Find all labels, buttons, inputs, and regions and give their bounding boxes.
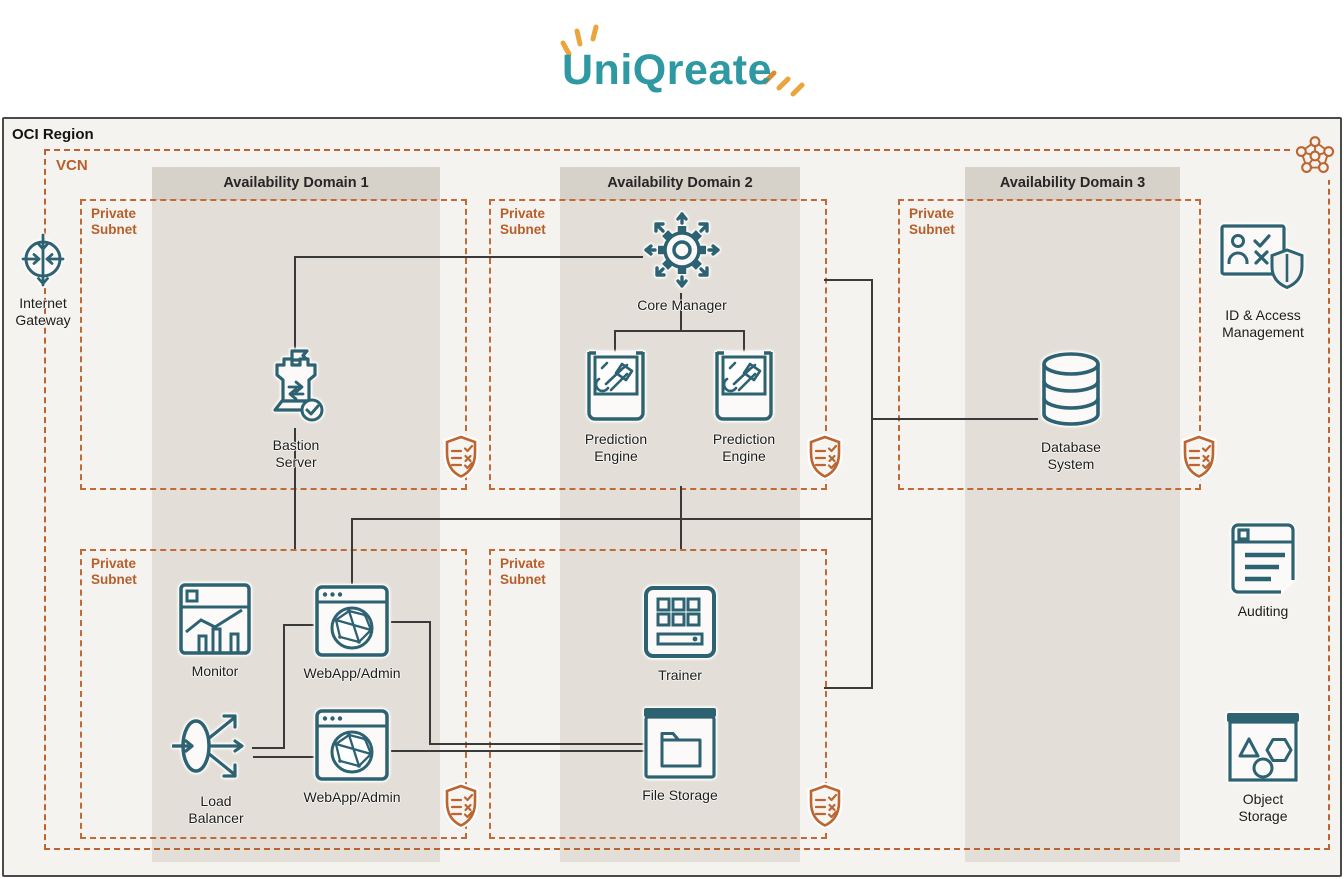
prediction-engine-2-node: Prediction Engine	[694, 350, 794, 465]
monitor-label: Monitor	[191, 663, 239, 679]
connector	[391, 621, 431, 623]
trainer-label: Trainer	[658, 667, 702, 683]
availability-domain-3-header: Availability Domain 3	[965, 167, 1180, 200]
webapp-admin-2-node: WebApp/Admin	[288, 708, 416, 806]
load-balancer-label: Load Balancer	[188, 793, 244, 827]
bastion-server-icon	[273, 349, 324, 422]
security-list-icon	[442, 433, 480, 487]
id-access-management-icon	[1220, 224, 1304, 290]
private-subnet-label: Private Subnet	[500, 556, 546, 588]
connector	[429, 743, 644, 745]
database-system-label: Database System	[1041, 439, 1101, 473]
security-list-icon	[806, 782, 844, 836]
auditing-label: Auditing	[1237, 603, 1289, 619]
connector	[253, 756, 314, 758]
connector	[680, 486, 682, 549]
security-list-icon	[806, 433, 844, 487]
private-subnet-label: Private Subnet	[91, 206, 137, 238]
private-subnet-label: Private Subnet	[91, 556, 137, 588]
monitor-icon	[179, 583, 251, 655]
logo-dash	[574, 28, 583, 47]
connector	[351, 518, 353, 584]
core-manager-label: Core Manager	[637, 297, 727, 313]
connector	[391, 750, 644, 752]
connector	[351, 518, 872, 520]
availability-domain-1-header: Availability Domain 1	[152, 167, 440, 200]
security-list-icon	[442, 782, 480, 836]
id-access-management-node: ID & Access Management	[1205, 222, 1321, 341]
private-subnet-ad1-bottom: Private Subnet	[80, 549, 467, 839]
logo-dash	[590, 24, 599, 42]
load-balancer-icon	[172, 714, 244, 778]
file-storage-icon	[644, 708, 716, 779]
logo-dash	[790, 82, 805, 97]
internet-gateway-node: Internet Gateway	[1, 232, 85, 329]
private-subnet-ad3: Private Subnet	[898, 199, 1201, 490]
core-manager-icon	[644, 212, 720, 288]
connector	[294, 428, 296, 549]
prediction-engine-icon	[715, 351, 773, 421]
trainer-icon	[644, 586, 716, 658]
connector	[871, 279, 873, 689]
file-storage-node: File Storage	[622, 706, 738, 804]
internet-gateway-icon	[21, 233, 65, 287]
webapp-admin-1-label: WebApp/Admin	[303, 665, 401, 681]
connector	[429, 621, 431, 745]
file-storage-label: File Storage	[642, 787, 718, 803]
connector	[252, 747, 284, 749]
private-subnet-ad2-bottom: Private Subnet	[489, 549, 827, 839]
webapp-admin-icon	[315, 585, 389, 657]
object-storage-label: Object Storage	[1238, 791, 1288, 825]
oci-region-label: OCI Region	[12, 126, 94, 143]
webapp-admin-2-label: WebApp/Admin	[303, 789, 401, 805]
prediction-engine-2-label: Prediction Engine	[712, 431, 776, 465]
bastion-server-label: Bastion Server	[272, 437, 320, 471]
logo-dash	[762, 70, 777, 85]
connector	[294, 256, 643, 258]
logo-text: UniQreate	[562, 46, 772, 94]
load-balancer-node: Load Balancer	[168, 706, 264, 827]
bastion-server-node: Bastion Server	[246, 346, 346, 471]
monitor-node: Monitor	[168, 582, 262, 680]
connector	[614, 330, 745, 332]
webapp-admin-1-node: WebApp/Admin	[288, 584, 416, 682]
logo-dash	[560, 40, 572, 57]
id-access-management-label: ID & Access Management	[1222, 307, 1304, 341]
private-subnet-ad1-top: Private Subnet	[80, 199, 467, 490]
vcn-network-icon	[1291, 130, 1339, 180]
prediction-engine-1-node: Prediction Engine	[566, 350, 666, 465]
object-storage-node: Object Storage	[1219, 710, 1307, 825]
private-subnet-label: Private Subnet	[500, 206, 546, 238]
connector	[294, 256, 296, 352]
prediction-engine-1-label: Prediction Engine	[584, 431, 648, 465]
availability-domain-3: Availability Domain 3	[965, 167, 1180, 862]
vcn-label: VCN	[56, 157, 88, 174]
connector	[680, 293, 682, 332]
logo-dash	[776, 76, 791, 91]
auditing-node: Auditing	[1217, 522, 1309, 620]
connector	[824, 687, 872, 689]
database-system-node: Database System	[1021, 350, 1121, 473]
security-list-icon	[1180, 433, 1218, 487]
database-system-icon	[1042, 352, 1100, 426]
auditing-icon	[1231, 523, 1295, 594]
object-storage-icon	[1227, 713, 1299, 782]
core-manager-node: Core Manager	[602, 210, 762, 314]
connector	[872, 418, 1038, 420]
uniqreate-logo-icon: UniQreate	[560, 24, 805, 97]
availability-domain-2-header: Availability Domain 2	[560, 167, 800, 200]
connector	[283, 624, 285, 749]
prediction-engine-icon	[587, 351, 645, 421]
private-subnet-ad2-top: Private Subnet	[489, 199, 827, 490]
connector	[614, 330, 616, 353]
connector	[824, 279, 873, 281]
connector	[283, 624, 314, 626]
private-subnet-label: Private Subnet	[909, 206, 955, 238]
uniqreate-logo: UniQreate	[0, 18, 1344, 102]
connector	[743, 330, 745, 353]
trainer-node: Trainer	[636, 584, 724, 684]
webapp-admin-icon	[315, 709, 389, 781]
internet-gateway-label: Internet Gateway	[15, 295, 71, 329]
